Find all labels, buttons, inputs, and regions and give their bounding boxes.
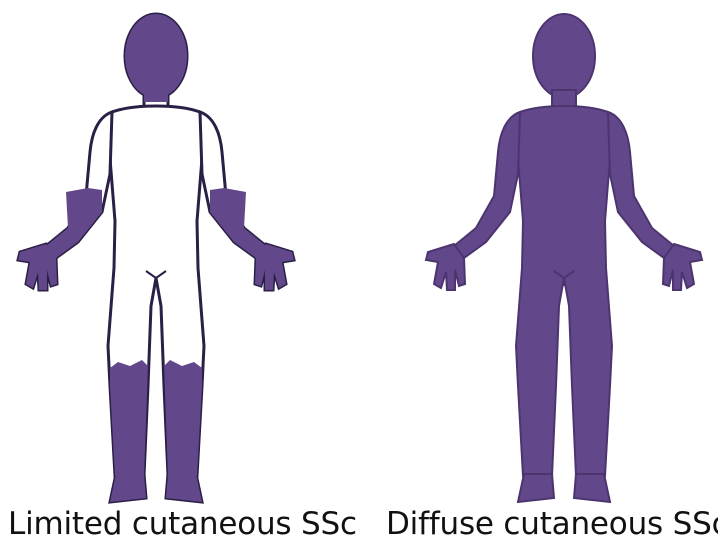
body-fill-diffuse <box>426 14 702 502</box>
neck-region <box>144 90 168 102</box>
caption-limited-cutaneous: Limited cutaneous SSc <box>8 502 357 546</box>
figure-diffuse <box>426 14 702 502</box>
caption-diffuse-cutaneous: Diffuse cutaneous SSc <box>386 502 718 546</box>
left-foot-region <box>110 474 146 502</box>
left-lower-leg-region <box>110 360 148 476</box>
head-region <box>125 14 187 98</box>
right-foot-region <box>166 474 202 502</box>
right-lower-leg-region <box>164 360 202 476</box>
figure-limited <box>18 14 294 502</box>
